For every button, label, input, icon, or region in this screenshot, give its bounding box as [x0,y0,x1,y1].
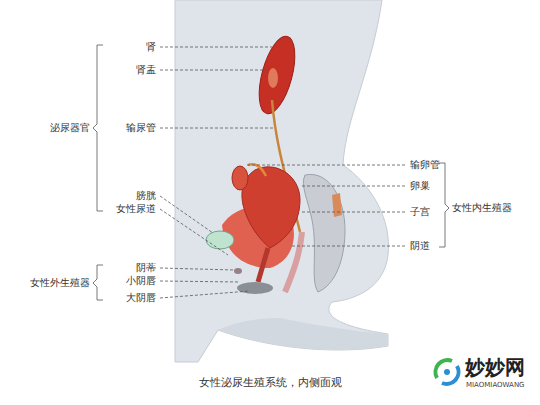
bracket [93,45,103,211]
watermark-text: 妙妙网 [465,355,525,379]
thigh-shade [218,318,388,350]
labia [237,282,273,294]
part-label: 膀胱 [136,190,156,202]
leader-line [160,291,250,298]
leader-line [160,209,228,255]
brackets [93,45,449,300]
part-label: 阴道 [410,240,430,252]
bracket [93,265,103,300]
vagina [258,248,268,282]
part-label: 输尿管 [126,122,156,134]
clitoris [234,268,242,274]
kidney [252,32,302,117]
oviduct [248,164,266,176]
part-label: 卵巢 [410,180,430,192]
leader-line [160,268,235,270]
part-label: 阴蒂 [136,262,156,274]
uterus [242,167,300,248]
leader-line [300,212,405,213]
logo-arc [442,366,459,384]
watermark-logo [435,360,458,384]
leader-line [300,186,405,187]
part-label: 肾 [146,41,156,53]
leader-line [160,128,275,129]
leader-line [160,281,240,282]
part-label: 子宫 [410,206,430,218]
part-label: 女性内生殖器 [452,202,512,214]
leader-line [247,165,405,166]
bladder [206,231,234,249]
leader-line [160,70,270,71]
leader-line [292,246,405,247]
part-label: 泌尿器官 [50,122,90,134]
logo-arc [435,360,452,378]
leader-lines [160,47,405,298]
ovary [232,166,248,190]
part-label: 女性尿道 [116,203,156,215]
part-label: 输卵管 [410,159,440,171]
leader-line [160,196,213,233]
part-label: 肾盂 [136,64,156,76]
figure-caption: 女性泌尿生殖系统，内侧面观 [0,376,540,389]
vertebra-detail [332,193,342,217]
part-label: 小阴唇 [126,275,156,287]
bracket [439,163,449,247]
sacrum [303,174,345,292]
part-label: 女性外生殖器 [30,277,90,289]
renal-pelvis [268,68,278,88]
leader-line [160,47,272,48]
watermark-text: MIAOMIAOWANG [466,381,525,389]
logo-dot [444,369,450,375]
body-silhouette [175,0,389,362]
part-label: 大阴唇 [126,292,156,304]
